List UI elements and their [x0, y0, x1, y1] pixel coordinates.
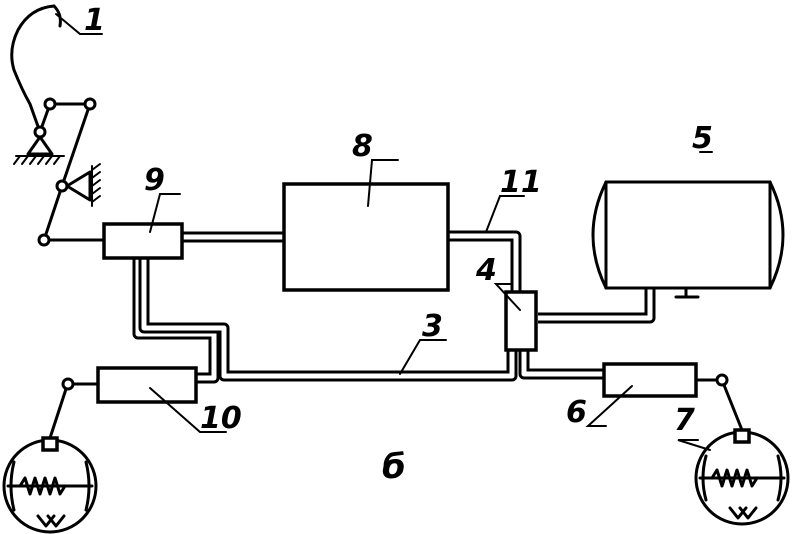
brake-valve-box — [102, 222, 184, 260]
rear-chamber-box — [602, 362, 698, 398]
figure-caption: б — [382, 447, 406, 487]
compressor-box — [282, 182, 450, 292]
label-brake-valve: 9 — [144, 163, 165, 198]
label-pedal: 1 — [84, 3, 105, 38]
label-receiver: 5 — [692, 121, 713, 156]
receiver-tank — [591, 180, 785, 299]
pipes — [132, 230, 656, 384]
label-rear-brake: 7 — [674, 403, 695, 438]
brake-pedal-linkage — [10, 4, 106, 247]
rear-brake-mechanism — [694, 373, 790, 526]
front-chamber-box — [96, 366, 198, 404]
label-valve: 4 — [475, 253, 497, 288]
front-brake-mechanism — [2, 377, 100, 534]
label-front-chamber: 10 — [200, 401, 242, 436]
pipe-valve4-to-rear-chamber — [518, 350, 606, 380]
label-line-11: 11 — [500, 165, 542, 200]
pipe-valve4-to-receiver — [538, 288, 656, 324]
leader-lines — [55, 13, 713, 451]
label-compressor: 8 — [352, 129, 373, 164]
label-main-line: 3 — [422, 309, 443, 344]
label-rear-chamber: 6 — [566, 395, 587, 430]
